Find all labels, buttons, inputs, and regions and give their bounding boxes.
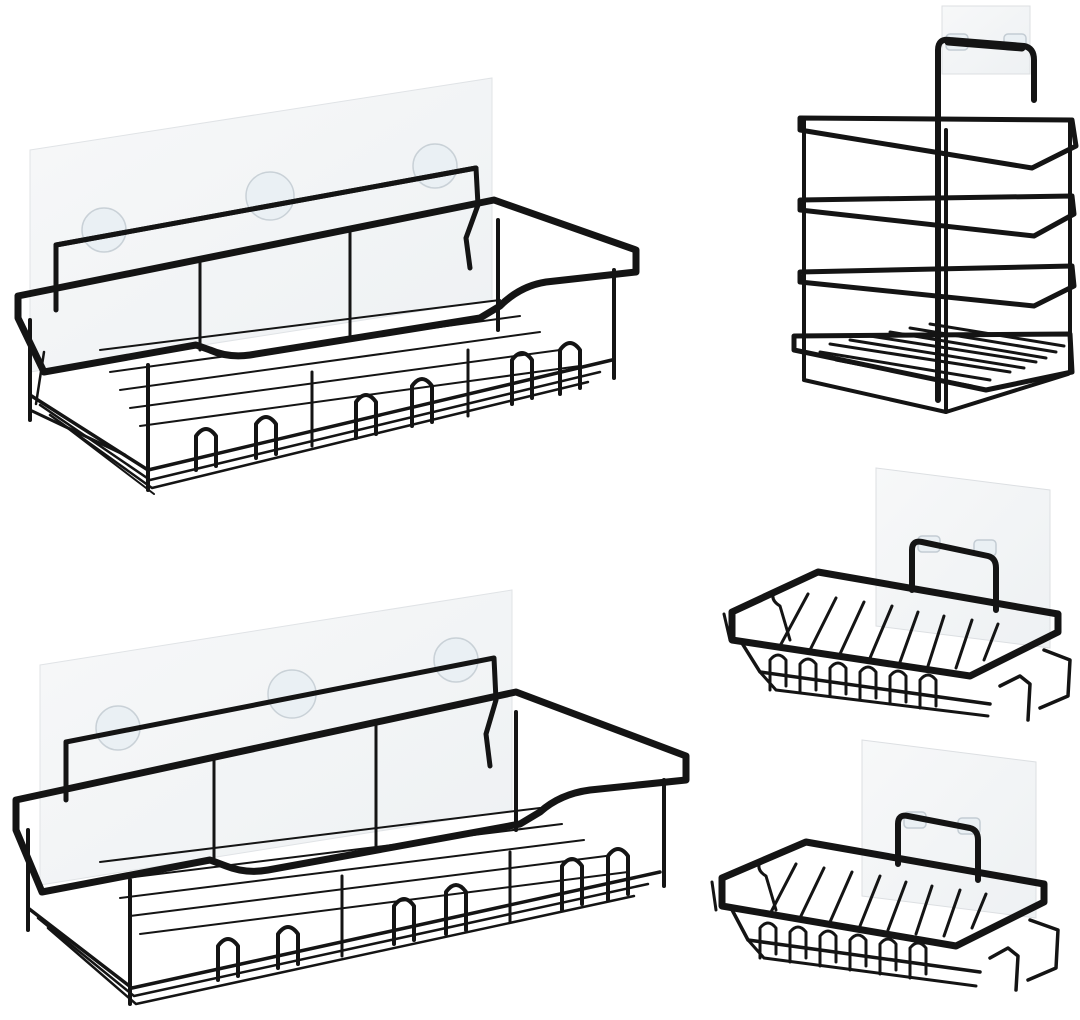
shower-caddy-bottom [12, 589, 690, 1006]
adhesive-pad [39, 589, 513, 886]
wall-hooks [95, 637, 479, 751]
soap-dish-upper [722, 467, 1072, 722]
adhesive-pad [875, 467, 1051, 649]
adhesive-pad [861, 739, 1037, 919]
tall-holder [791, 5, 1079, 414]
shower-caddy-top [14, 77, 640, 495]
soap-dish-lower [710, 739, 1060, 992]
